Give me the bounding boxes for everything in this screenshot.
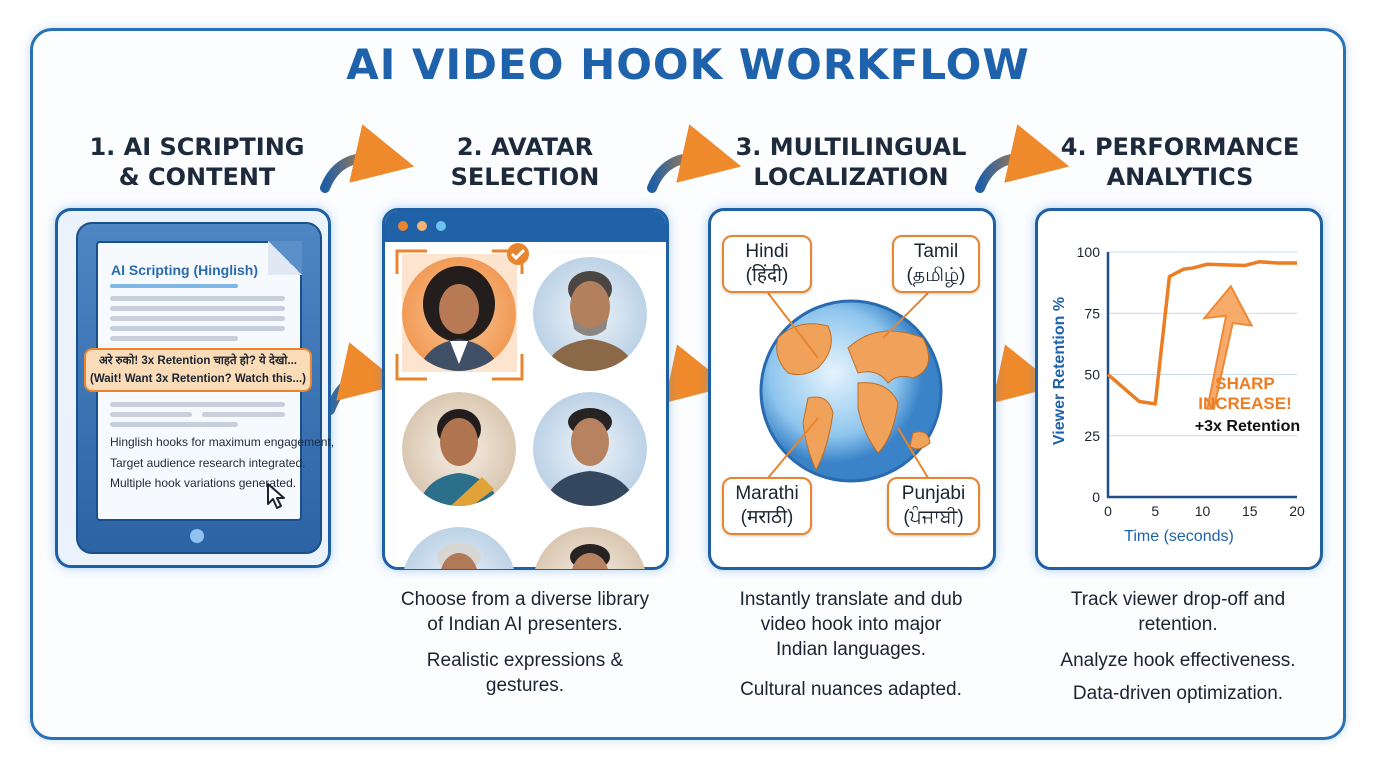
y-tick-label: 50 <box>1084 367 1100 383</box>
text-line <box>110 336 238 341</box>
analytics-description-2: Analyze hook effectiveness. <box>1060 650 1296 671</box>
increase-arrow-icon <box>1202 284 1254 410</box>
y-axis-label: Viewer Retention % <box>1051 296 1068 446</box>
text-line <box>110 422 238 427</box>
x-tick-label: 15 <box>1242 503 1258 519</box>
axes <box>1106 252 1297 499</box>
avatar-option[interactable] <box>402 527 516 569</box>
text-line <box>110 296 285 301</box>
language-hindi[interactable]: Hindi(हिंदी) <box>722 235 812 293</box>
script-point: Target audience research integrated. <box>110 456 306 470</box>
hook-callout: अरे रुको! 3x Retention चाहते हो? ये देखो… <box>84 348 312 392</box>
cursor-icon <box>267 483 285 509</box>
arrow-top-1 <box>320 124 415 193</box>
page-fold <box>268 241 302 275</box>
step-1-heading: 1. AI SCRIPTING& CONTENT <box>89 133 305 191</box>
text-line <box>202 412 285 417</box>
home-button-icon[interactable] <box>190 529 204 543</box>
x-axis-label: Time (seconds) <box>1124 528 1234 545</box>
arrow-top-2 <box>647 124 742 193</box>
window-titlebar <box>385 211 666 242</box>
language-punjabi[interactable]: Punjabi(ਪੰਜਾਬੀ) <box>887 477 980 535</box>
window-dot-icon[interactable] <box>417 221 427 231</box>
arrow-mid-1 <box>325 342 402 415</box>
retention-chart: 0 25 50 75 100 0 5 10 15 20 <box>1077 244 1305 519</box>
script-point: Multiple hook variations generated. <box>110 476 297 490</box>
doc-title: AI Scripting (Hinglish) <box>111 262 258 278</box>
x-tick-label: 0 <box>1104 503 1112 519</box>
x-tick-label: 10 <box>1195 503 1211 519</box>
avatar-selected[interactable] <box>402 257 516 379</box>
x-tick-label: 5 <box>1151 503 1159 519</box>
avatar-grid <box>395 243 647 569</box>
localization-description-2: Cultural nuances adapted. <box>740 679 962 700</box>
y-tick-label: 100 <box>1077 244 1101 260</box>
avatar-description-2: Realistic expressions &gestures. <box>426 650 624 696</box>
arrow-top-3 <box>975 124 1070 193</box>
text-line <box>110 326 285 331</box>
window-dot-icon[interactable] <box>398 221 408 231</box>
y-tick-label: 75 <box>1084 305 1100 321</box>
text-line <box>110 402 285 407</box>
y-tick-label: 0 <box>1092 489 1100 505</box>
page-title: AI VIDEO HOOK WORKFLOW <box>346 40 1030 89</box>
script-point: Hinglish hooks for maximum engagement, <box>110 435 335 449</box>
check-badge-icon <box>507 243 529 265</box>
language-marathi[interactable]: Marathi(मराठी) <box>722 477 812 535</box>
analytics-description-3: Data-driven optimization. <box>1072 683 1284 704</box>
title-underline <box>110 284 238 288</box>
x-tick-label: 20 <box>1289 503 1305 519</box>
avatar-option[interactable] <box>533 527 647 569</box>
language-tamil[interactable]: Tamil(தமிழ்) <box>892 235 980 293</box>
avatar-option[interactable] <box>533 392 647 514</box>
avatar-option[interactable] <box>402 392 516 514</box>
text-line <box>110 306 285 311</box>
analytics-card <box>1035 208 1323 570</box>
text-line <box>110 412 192 417</box>
globe-illustration <box>759 292 943 483</box>
window-dot-icon[interactable] <box>436 221 446 231</box>
text-line <box>110 316 285 321</box>
avatar-option[interactable] <box>533 257 647 379</box>
y-tick-label: 25 <box>1084 428 1100 444</box>
annotation-retention: +3x Retention <box>1194 418 1301 435</box>
